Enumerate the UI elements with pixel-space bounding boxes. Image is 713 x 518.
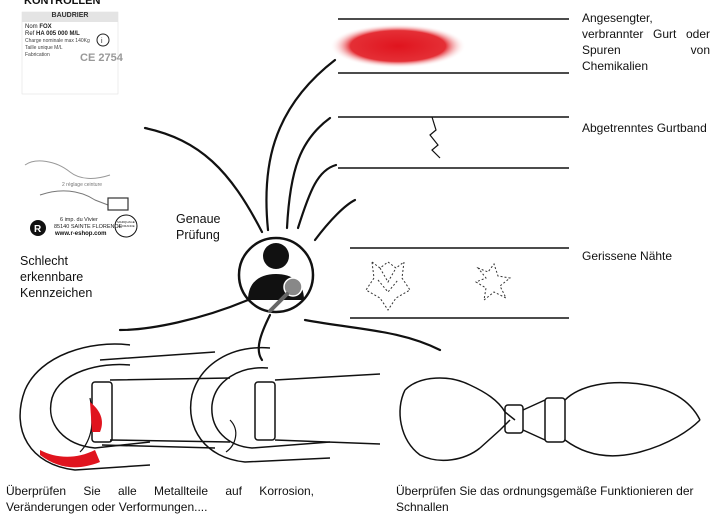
ce-mark: CE 2754	[80, 52, 123, 64]
france-badge-text: MARQUAGE EN FRANCE	[117, 220, 135, 228]
buckle-illustration	[108, 198, 128, 210]
corrosion-mark-2	[40, 450, 100, 467]
label-name-prefix: Nom	[25, 24, 38, 30]
address-line1: 6 imp. du Vivier	[60, 217, 98, 223]
connector-to-seam	[315, 200, 355, 240]
inspection-label: Genaue Prüfung	[176, 211, 236, 243]
corrosion-mark-1	[90, 402, 102, 432]
label-card-ref: Ref HA 005 000 M/L	[25, 31, 80, 37]
star-stitch-pattern	[476, 264, 510, 300]
label-card-name: Nom FOX	[25, 24, 52, 30]
inspection-circle	[239, 238, 313, 312]
label-card-title: BAUDRIER	[22, 12, 118, 19]
poor-marking-label: Schlecht erkennbare Kennzeichen	[20, 253, 100, 301]
label-card-fabrication: Fabrication	[25, 52, 50, 58]
connector-to-metal-left	[120, 300, 248, 330]
metal-buckle-mid	[191, 348, 380, 462]
cut-mark	[430, 117, 440, 158]
burned-strap	[330, 19, 569, 73]
cut-strap-label: Abgetrenntes Gurtband	[582, 120, 712, 136]
connector-to-buckle	[305, 320, 440, 350]
connector-to-cut2	[298, 165, 336, 228]
adjustment-instruction: 2 réglage ceinture	[62, 182, 102, 188]
torn-seam-label: Gerissene Nähte	[582, 248, 712, 264]
label-name-value: FOX	[39, 24, 51, 30]
burn-mark	[330, 24, 466, 68]
connector-to-burn	[266, 60, 335, 230]
hand-illustration-1	[25, 161, 110, 178]
buckle-function-caption: Überprüfen Sie das ordnungsgemäße Funkti…	[396, 483, 696, 515]
cut-strap	[338, 117, 569, 168]
svg-text:R: R	[34, 224, 42, 235]
website-link: www.r-eshop.com	[55, 231, 106, 237]
label-card-charge: Charge nominale max 140Kg	[25, 38, 90, 44]
address-line2: 85140 SAINTE FLORENCE	[54, 224, 122, 230]
hand-illustration-2	[40, 191, 108, 205]
buckle-hands	[400, 378, 700, 460]
inspector-head	[263, 243, 289, 269]
metal-parts-caption: Überprüfen Sie alle Metallteile auf Korr…	[6, 483, 314, 515]
connector-lines	[120, 60, 440, 360]
burned-strap-label: Angesengter, verbrannter Gurt oder Spure…	[582, 10, 710, 74]
label-ref-prefix: Ref	[25, 31, 34, 37]
page-title: KONTROLLEN	[24, 0, 100, 9]
label-ref-value: HA 005 000 M/L	[36, 31, 80, 37]
torn-seam-strap	[350, 248, 569, 318]
fox-stitch-pattern	[366, 262, 410, 310]
connector-to-metal-mid	[259, 315, 270, 360]
metal-buckle-left	[20, 344, 230, 470]
label-card-size: Taille unique M/L	[25, 45, 63, 51]
